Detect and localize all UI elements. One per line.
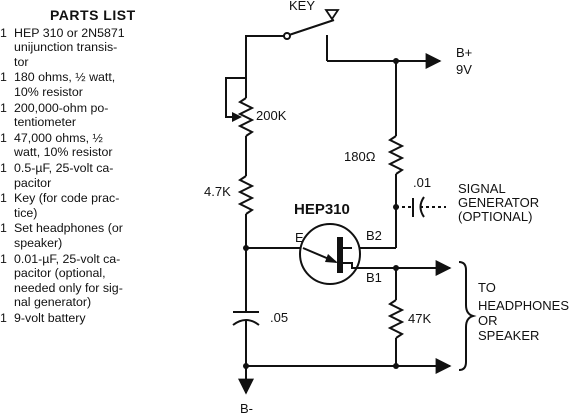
part-description: HEP 310 or 2N5871 unijunction transis- t…	[14, 25, 125, 69]
parts-list-item: 1 0.01-µF, 25-volt ca- pacitor (optional,…	[0, 252, 204, 310]
parts-list-item: 1 9-volt battery	[0, 311, 204, 326]
transistor-hep310	[299, 223, 396, 285]
output-line-3: OR	[478, 313, 498, 328]
parts-list-item: 1 HEP 310 or 2N5871 unijunction transis- …	[0, 26, 204, 70]
parts-list-item: 1 180 ohms, ½ watt, 10% resistor	[0, 70, 204, 99]
output-line-1: TO	[478, 280, 496, 295]
r180-label: 180Ω	[344, 149, 376, 164]
wire-bottom-rail	[238, 365, 450, 395]
bminus-label: B-	[240, 401, 253, 416]
part-quantity: 1	[0, 160, 7, 175]
output-line-4: SPEAKER	[478, 328, 539, 343]
resistor-47k	[387, 268, 405, 366]
part-quantity: 1	[0, 70, 7, 85]
parts-list-title: PARTS LIST	[50, 7, 136, 23]
part-quantity: 1	[0, 25, 7, 40]
parts-list-item: 1 0.5-µF, 25-volt ca- pacitor	[0, 161, 204, 190]
b2-label: B2	[366, 228, 382, 243]
transistor-label: HEP310	[294, 201, 350, 218]
parts-list-item: 1 Set headphones (or speaker)	[0, 221, 204, 250]
signal-gen-line-1: SIGNAL	[458, 181, 506, 196]
signal-gen-line-2: GENERATOR	[458, 195, 539, 210]
pot-label: 200K	[256, 108, 287, 123]
part-quantity: 1	[0, 191, 7, 206]
part-description: Set headphones (or speaker)	[14, 221, 123, 250]
part-description: Key (for code prac- tice)	[14, 191, 120, 220]
part-description: 200,000-ohm po- tentiometer	[14, 100, 109, 130]
junction-bottom-left	[243, 363, 249, 369]
junction-bplus	[393, 58, 399, 64]
part-quantity: 1	[0, 100, 7, 115]
output-line-2: HEADPHONES	[478, 298, 569, 313]
parts-list-item: 1 47,000 ohms, ½ watt, 10% resistor	[0, 131, 204, 160]
part-quantity: 1	[0, 251, 7, 266]
part-quantity: 1	[0, 130, 7, 145]
wire-top-rail	[245, 35, 284, 78]
b1-label: B1	[366, 270, 382, 285]
part-description: 180 ohms, ½ watt, 10% resistor	[14, 70, 116, 99]
key-label: KEY	[289, 0, 315, 13]
r1-label: 4.7K	[204, 184, 231, 199]
part-description: 9-volt battery	[14, 310, 86, 325]
parts-list: PARTS LIST 1 HEP 310 or 2N5871 unijunctio…	[0, 8, 204, 326]
emitter-label: E	[295, 230, 304, 245]
key-switch[interactable]	[283, 9, 396, 62]
r47k-label: 47K	[408, 311, 431, 326]
resistor-180	[387, 61, 405, 248]
part-description: 0.5-µF, 25-volt ca- pacitor	[14, 160, 114, 190]
parts-list-item: 1 Key (for code prac- tice)	[0, 191, 204, 220]
capacitor-01	[396, 196, 446, 218]
cap01-label: .01	[413, 175, 431, 190]
cap05-label: .05	[270, 310, 288, 325]
part-quantity: 1	[0, 221, 7, 236]
voltage-label: 9V	[456, 62, 472, 77]
resistor-4.7k	[237, 175, 255, 248]
part-description: 0.01-µF, 25-volt ca- pacitor (optional, …	[14, 251, 123, 310]
output-brace	[458, 261, 477, 371]
junction-cap01	[393, 204, 399, 210]
parts-list-items: 1 HEP 310 or 2N5871 unijunction transis- …	[0, 26, 204, 326]
signal-gen-line-3: (OPTIONAL)	[458, 209, 532, 224]
part-quantity: 1	[0, 310, 7, 325]
part-description: 47,000 ohms, ½ watt, 10% resistor	[14, 130, 113, 160]
capacitor-05	[232, 248, 260, 366]
potentiometer-200k	[225, 77, 255, 176]
parts-list-item: 1 200,000-ohm po- tentiometer	[0, 101, 204, 130]
bplus-label: B+	[456, 45, 472, 60]
